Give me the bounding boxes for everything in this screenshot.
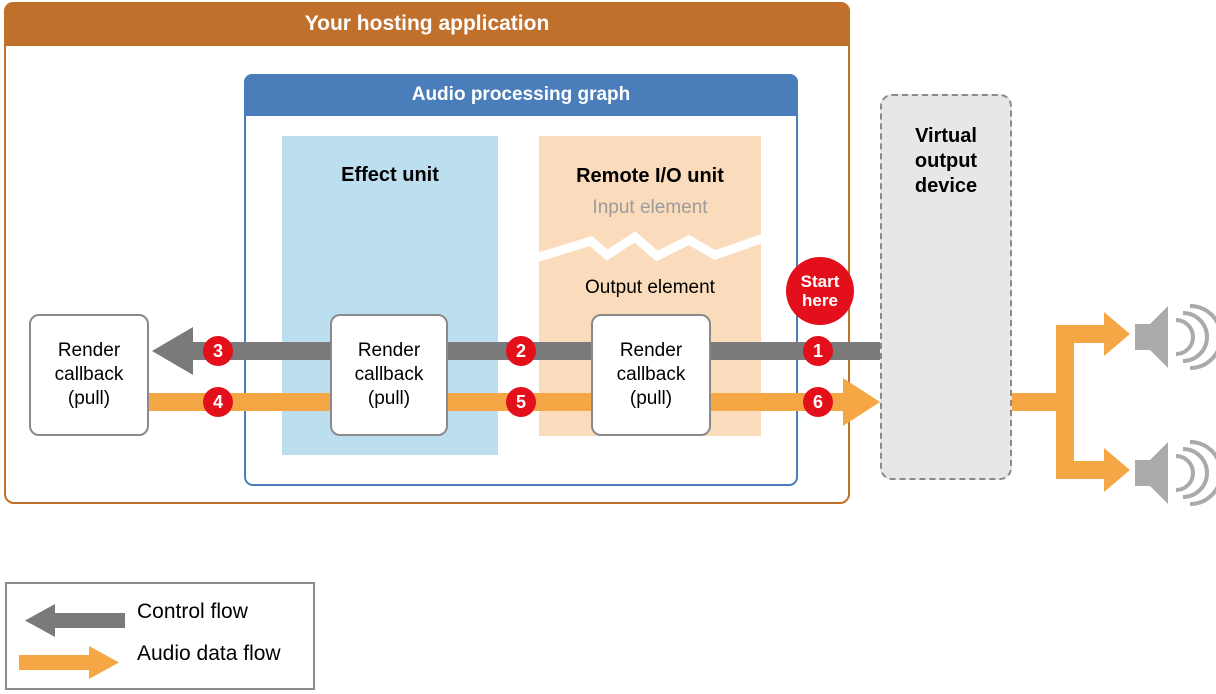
legend-label-control-flow: Control flow: [137, 600, 248, 623]
output-element-label: Output element: [585, 277, 715, 298]
step-badge-3: 3: [203, 336, 233, 366]
vod-line-2: output: [914, 150, 978, 173]
torn-separator-icon: [539, 231, 761, 262]
render-callback-line-1: Render: [57, 339, 121, 361]
render-callback-line-2: callback: [354, 363, 424, 385]
effect-unit-label: Effect unit: [341, 164, 439, 186]
render-callback-box-app: Render callback (pull): [29, 314, 149, 436]
legend-item-control-flow: Control flow: [7, 598, 317, 642]
step-badge-2: 2: [506, 336, 536, 366]
start-here-badge: Start here: [786, 257, 854, 325]
legend-item-audio-data-flow: Audio data flow: [7, 640, 317, 684]
step-badge-6: 6: [803, 387, 833, 417]
step-badge-1: 1: [803, 336, 833, 366]
render-callback-line-2: callback: [616, 363, 686, 385]
legend-label-audio-data-flow: Audio data flow: [137, 642, 281, 665]
legend-box: Control flow Audio data flow: [5, 582, 315, 690]
speaker-bottom-icon: [1135, 440, 1216, 506]
render-callback-line-1: Render: [619, 339, 683, 361]
step-badge-5: 5: [506, 387, 536, 417]
start-here-line-2: here: [802, 291, 838, 310]
render-callback-line-2: callback: [54, 363, 124, 385]
input-element-label: Input element: [592, 197, 708, 218]
virtual-output-device-box: Virtual output device: [880, 94, 1012, 480]
audio-data-flow-arrow-icon: [19, 646, 119, 679]
virtual-output-device-label: Virtual output device: [882, 124, 1010, 200]
render-callback-line-3: (pull): [629, 388, 673, 410]
vod-line-3: device: [914, 175, 978, 198]
start-here-line-1: Start: [800, 271, 840, 291]
audio-processing-graph-title: Audio processing graph: [244, 74, 798, 116]
render-callback-box-remote-io: Render callback (pull): [591, 314, 711, 436]
render-callback-box-effect: Render callback (pull): [330, 314, 448, 436]
step-badge-4: 4: [203, 387, 233, 417]
remote-io-unit-label: Remote I/O unit: [576, 165, 724, 187]
control-flow-arrow-icon: [25, 604, 125, 637]
speaker-top-icon: [1135, 304, 1216, 370]
render-callback-line-1: Render: [357, 339, 421, 361]
hosting-application-title: Your hosting application: [4, 2, 850, 46]
render-callback-line-3: (pull): [67, 388, 111, 410]
render-callback-line-3: (pull): [367, 388, 411, 410]
vod-line-1: Virtual: [915, 125, 977, 147]
